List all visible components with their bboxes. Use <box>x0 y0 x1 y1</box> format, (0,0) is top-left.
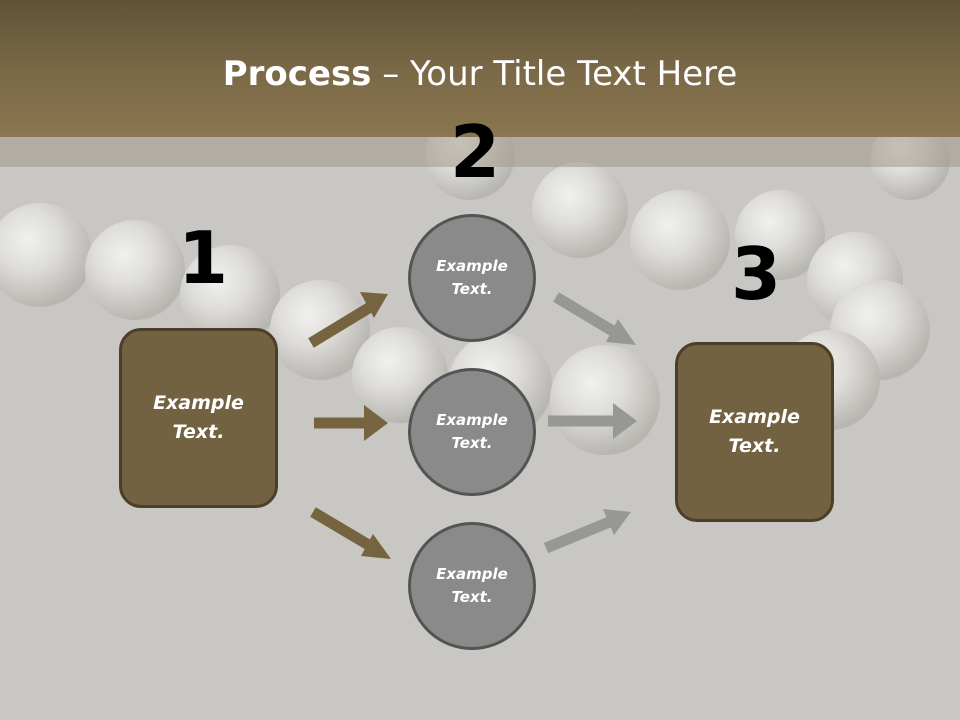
step-number-2: 2 <box>450 110 501 194</box>
arrow-top-to-right <box>553 292 636 345</box>
step-number-3: 3 <box>731 232 782 316</box>
arrow-bottom-to-right <box>543 509 631 554</box>
step-number-1: 1 <box>178 216 229 300</box>
title-bar <box>0 0 960 137</box>
arrow-left-to-top <box>308 292 388 348</box>
title-band <box>0 137 960 167</box>
title-bold: Process <box>222 54 372 94</box>
title-rest: – Your Title Text Here <box>371 54 738 94</box>
circle-top: Example Text. <box>408 214 536 342</box>
step-box-right: Example Text. <box>675 342 834 522</box>
slide-title: Process – Your Title Text Here <box>0 52 960 96</box>
step-box-left: Example Text. <box>119 328 278 508</box>
circle-middle: Example Text. <box>408 368 536 496</box>
arrow-left-to-bottom <box>310 507 391 559</box>
arrow-left-to-middle <box>314 405 388 441</box>
arrow-middle-to-right <box>548 403 637 439</box>
circle-bottom: Example Text. <box>408 522 536 650</box>
